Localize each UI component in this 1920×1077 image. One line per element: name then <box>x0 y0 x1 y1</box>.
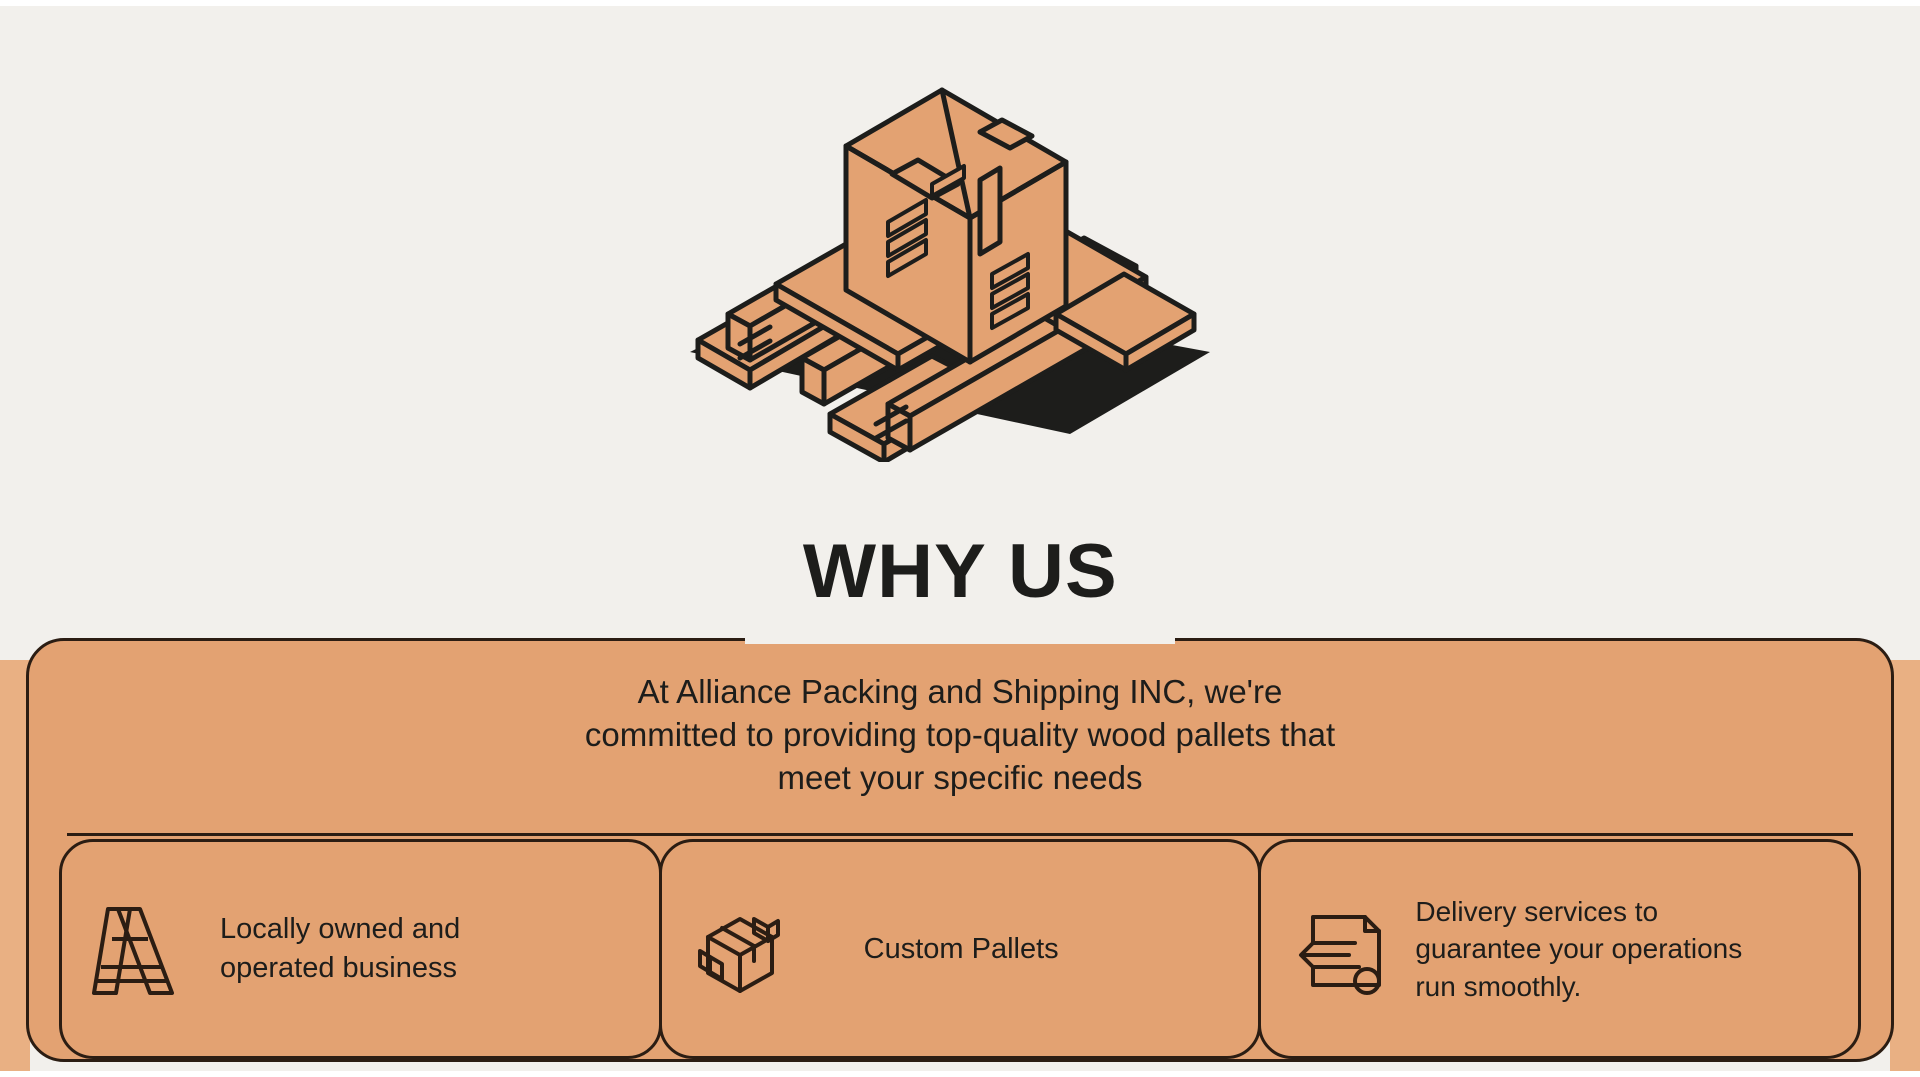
package-box-icon <box>684 893 796 1005</box>
feature-label-line-2: guarantee your operations <box>1415 933 1743 965</box>
feature-card-label: Locally owned and operated business <box>220 910 460 988</box>
page-title-container: WHY US <box>0 534 1920 610</box>
why-us-panel: At Alliance Packing and Shipping INC, we… <box>26 638 1894 1062</box>
feature-label-line-2: operated business <box>220 952 457 984</box>
page-title: WHY US <box>776 534 1144 610</box>
feature-label-line-1: Delivery services to <box>1415 895 1659 927</box>
panel-divider <box>67 833 1853 836</box>
bottom-edge-strip <box>0 1071 1920 1077</box>
panel-bleed-left <box>0 660 30 1077</box>
feature-label-line-3: run smoothly. <box>1415 970 1582 1002</box>
feature-card-label: Custom Pallets <box>863 932 1059 965</box>
feature-card-custom-pallets[interactable]: Custom Pallets <box>658 839 1262 1059</box>
pallet-with-box-illustration <box>690 87 1210 462</box>
hero-illustration <box>690 87 1210 462</box>
feature-card-label: Delivery services to guarantee your oper… <box>1415 893 1742 1006</box>
panel-bleed-right <box>1890 660 1920 1077</box>
feature-label-line-1: Locally owned and <box>220 913 461 946</box>
panel-paragraph: At Alliance Packing and Shipping INC, we… <box>29 671 1891 800</box>
top-edge-strip <box>0 0 1920 6</box>
panel-paragraph-line-3: meet your specific needs <box>777 758 1143 796</box>
panel-paragraph-line-1: At Alliance Packing and Shipping INC, we… <box>637 673 1283 710</box>
title-notch-mask <box>745 634 1175 644</box>
feature-card-locally-owned[interactable]: Locally owned and operated business <box>59 839 662 1059</box>
feature-card-list: Locally owned and operated business <box>59 839 1862 1059</box>
feature-card-delivery-services[interactable]: Delivery services to guarantee your oper… <box>1258 839 1862 1059</box>
double-a-logo-icon <box>84 893 196 1005</box>
panel-paragraph-line-2: committed to providing top-quality wood … <box>584 715 1336 753</box>
delivery-truck-icon <box>1283 893 1395 1005</box>
